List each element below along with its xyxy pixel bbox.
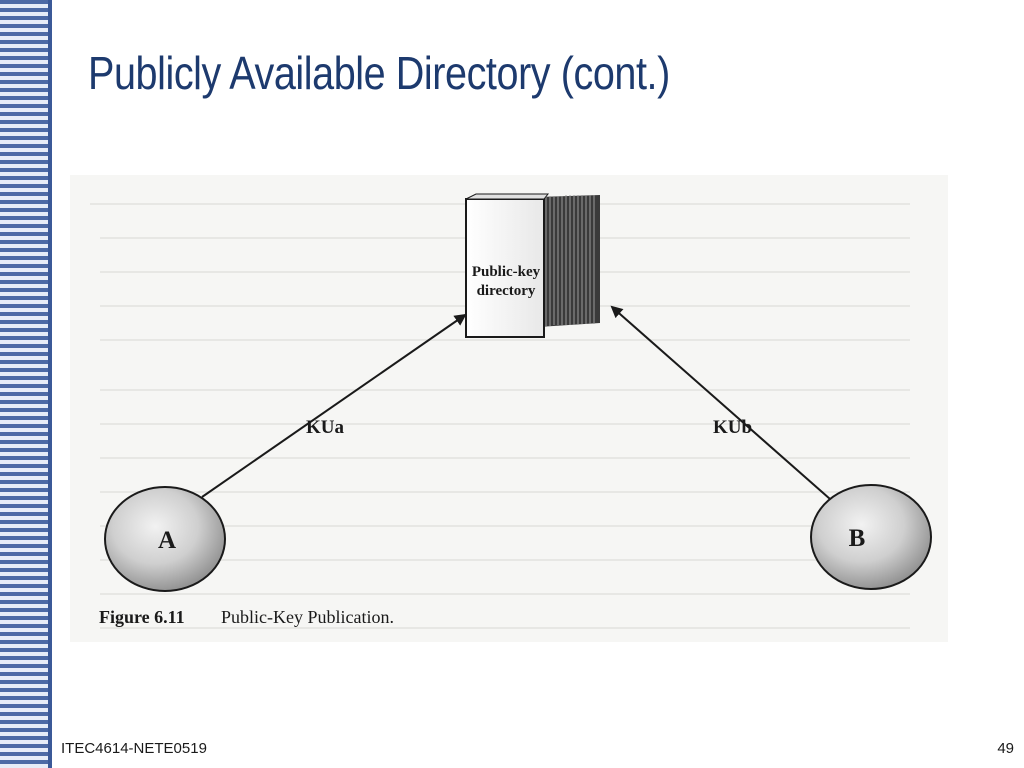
directory-label-line2: directory xyxy=(477,283,536,299)
slide-title: Publicly Available Directory (cont.) xyxy=(88,47,670,99)
key-a-label: KUa xyxy=(306,417,345,438)
footer-course-code: ITEC4614-NETE0519 xyxy=(61,740,207,757)
key-b-label: KUb xyxy=(713,417,752,438)
footer-page-number: 49 xyxy=(997,740,1014,757)
node-a: A xyxy=(104,486,226,592)
public-key-publication-diagram: Public-key directory A B KUa KUb Figure … xyxy=(90,193,932,629)
node-a-label: A xyxy=(158,527,176,554)
arrow-b-to-directory xyxy=(610,305,831,500)
figure-caption-text: Public-Key Publication. xyxy=(221,607,394,627)
public-key-directory-book: Public-key directory xyxy=(465,193,600,338)
figure-caption-number: Figure 6.11 xyxy=(99,607,185,627)
node-b: B xyxy=(810,484,932,590)
slide-sidebar-pattern xyxy=(0,0,48,768)
slide-sidebar-stripe xyxy=(48,0,52,768)
node-b-label: B xyxy=(849,525,866,552)
arrow-a-to-directory xyxy=(201,313,467,498)
directory-label-line1: Public-key xyxy=(472,264,541,280)
figure-scan: Public-key directory A B KUa KUb Figure … xyxy=(70,175,948,642)
